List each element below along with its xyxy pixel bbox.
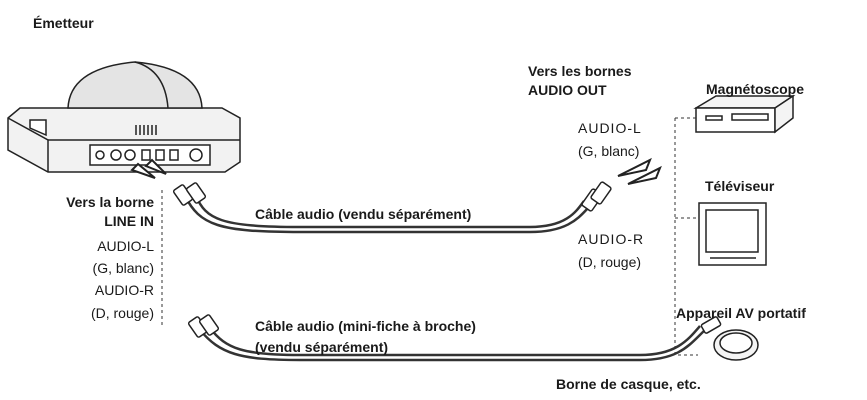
left-g-blanc: (G, blanc) — [92, 260, 154, 276]
right-audio-r: AUDIO-R — [578, 231, 645, 247]
tv-label: Téléviseur — [705, 178, 775, 194]
dashed-connectors — [161, 117, 698, 356]
right-g-blanc: (G, blanc) — [578, 143, 640, 159]
tv-illustration — [698, 202, 767, 266]
right-audio-l: AUDIO-L — [578, 120, 642, 136]
bottom-audio-cable — [199, 325, 706, 362]
portable-av-label: Appareil AV portatif — [676, 305, 806, 321]
left-audio-r: AUDIO-R — [94, 282, 154, 298]
top-cable-label: Câble audio (vendu séparément) — [255, 206, 472, 222]
line-in-label-1: Vers la borne — [66, 194, 154, 210]
portable-av-illustration — [713, 329, 759, 361]
audio-out-label-2: AUDIO OUT — [528, 82, 607, 98]
connection-arrows — [130, 157, 662, 185]
vcr-label: Magnétoscope — [706, 81, 805, 97]
bottom-cable-label-1: Câble audio (mini-fiche à broche) — [255, 318, 476, 334]
headphone-jack-label: Borne de casque, etc. — [556, 376, 701, 392]
cable-plugs — [172, 181, 722, 338]
audio-out-label-1: Vers les bornes — [528, 63, 632, 79]
line-in-label-2: LINE IN — [104, 213, 154, 229]
bottom-cable-label-2: (vendu séparément) — [255, 339, 389, 355]
emitter-label: Émetteur — [33, 15, 94, 31]
emitter-dock-illustration — [7, 61, 241, 173]
top-audio-cable — [183, 195, 591, 234]
left-d-rouge: (D, rouge) — [90, 305, 154, 321]
right-d-rouge: (D, rouge) — [578, 254, 642, 270]
left-audio-l: AUDIO-L — [97, 238, 154, 254]
vcr-illustration — [693, 94, 796, 134]
